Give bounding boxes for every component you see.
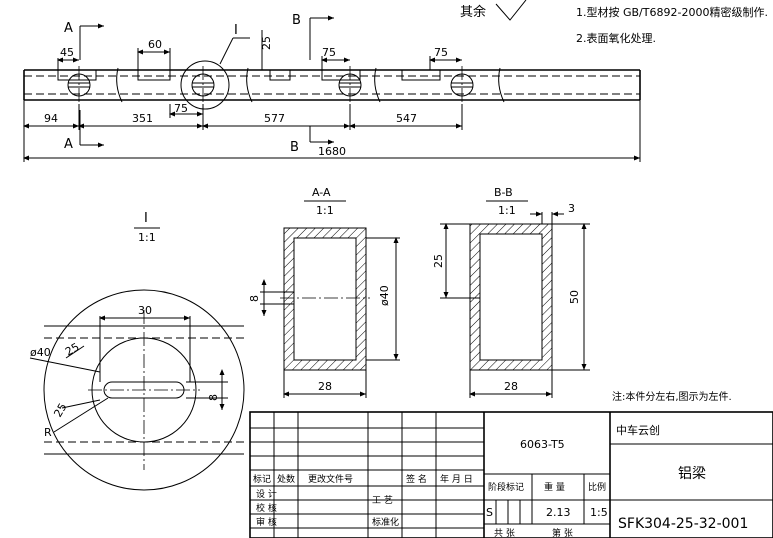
note-1: 1.型材按 GB/T6892-2000精密级制作. (576, 5, 768, 19)
detail-dim-r25: 25 (63, 340, 82, 358)
tb-stage-value: S (486, 506, 493, 519)
roughness-symbol (495, 0, 527, 21)
dim-577: 577 (264, 112, 285, 125)
detail-dim-r25b: 25 (51, 401, 69, 420)
section-aa-scale: 1:1 (316, 204, 334, 217)
section-bb-label: B-B (494, 186, 513, 199)
section-bb-scale: 1:1 (498, 204, 516, 217)
tb-header-count: 处数 (277, 473, 295, 485)
detail-dim-30: 30 (138, 304, 152, 317)
main-view: I A A B B 45 60 25 75 75 (23, 13, 641, 162)
section-bb-dim-25: 25 (432, 254, 445, 268)
section-aa-label: A-A (312, 186, 331, 199)
tb-sheets-total: 共 张 (494, 528, 515, 538)
section-a-top: A (64, 21, 73, 36)
dim-60: 60 (148, 38, 162, 51)
tb-scale-header: 比例 (588, 481, 606, 493)
title-block: 标记 处数 更改文件号 签 名 年 月 日 设 计 校 核 审 核 工 艺 标准… (249, 411, 773, 538)
section-bb-dim-3: 3 (568, 202, 575, 215)
tb-drawing-no: SFK304-25-32-001 (618, 516, 748, 532)
roughness-label: 其余 (460, 4, 486, 20)
section-b-top: B (292, 13, 301, 28)
tb-row-review: 审 核 (256, 516, 277, 528)
dim-75-c: 75 (434, 46, 448, 59)
tb-header-sign: 签 名 (406, 473, 427, 485)
notes-block: 其余 1.型材按 GB/T6892-2000精密级制作. 2.表面氧化处理. (460, 0, 768, 45)
tb-weight-header: 重 量 (544, 481, 565, 493)
section-aa-dim-8: 8 (248, 295, 261, 302)
tb-part-name: 铝梁 (678, 466, 706, 482)
section-aa-dim-28: 28 (318, 380, 332, 393)
dim-75-a: 75 (174, 102, 188, 115)
section-b-bottom: B (290, 140, 299, 155)
dim-94: 94 (44, 112, 58, 125)
section-aa: A-A 1:1 ø40 8 28 (248, 186, 400, 398)
dim-1680: 1680 (318, 145, 346, 158)
section-aa-dim-phi40: ø40 (378, 285, 391, 306)
detail-view-label: I (144, 211, 148, 226)
detail-dim-8: 8 (207, 394, 220, 401)
dim-75-b: 75 (322, 46, 336, 59)
side-note: 注:本件分左右,图示为左件. (612, 390, 732, 403)
detail-label: I (234, 23, 238, 38)
tb-scale-value: 1:5 (590, 506, 608, 519)
detail-slot (103, 381, 185, 399)
tb-material: 6063-T5 (520, 438, 565, 451)
section-bb: B-B 1:1 3 25 50 28 (432, 186, 590, 398)
tb-header-mark: 标记 (253, 473, 271, 485)
tb-header-date: 年 月 日 (440, 473, 473, 485)
detail-dim-phi40: ø40 (30, 346, 51, 359)
dim-547: 547 (396, 112, 417, 125)
detail-outline (43, 289, 245, 491)
dim-25: 25 (260, 36, 273, 50)
section-a-bottom: A (64, 137, 73, 152)
tb-company: 中车云创 (616, 423, 660, 437)
section-bb-profile (469, 223, 553, 371)
dim-45: 45 (60, 46, 74, 59)
tb-sheets-current: 第 张 (552, 527, 573, 538)
section-bb-dim-28: 28 (504, 380, 518, 393)
dim-351: 351 (132, 112, 153, 125)
tb-stage-header: 阶段标记 (488, 481, 524, 493)
section-aa-profile (283, 227, 367, 371)
tb-row-check: 校 核 (256, 502, 277, 514)
tb-row-standard: 标准化 (372, 516, 399, 528)
tb-row-process: 工 艺 (372, 495, 393, 506)
section-bb-dim-50: 50 (568, 290, 581, 304)
note-2: 2.表面氧化处理. (576, 31, 656, 45)
tb-header-docno: 更改文件号 (308, 473, 353, 485)
detail-view: I 1:1 30 ø40 25 25 R 8 (29, 211, 245, 491)
detail-circle (180, 60, 230, 110)
tb-weight-value: 2.13 (546, 506, 571, 519)
detail-dim-r: R (44, 426, 52, 439)
detail-view-scale: 1:1 (138, 231, 156, 244)
tb-row-design: 设 计 (256, 488, 277, 500)
